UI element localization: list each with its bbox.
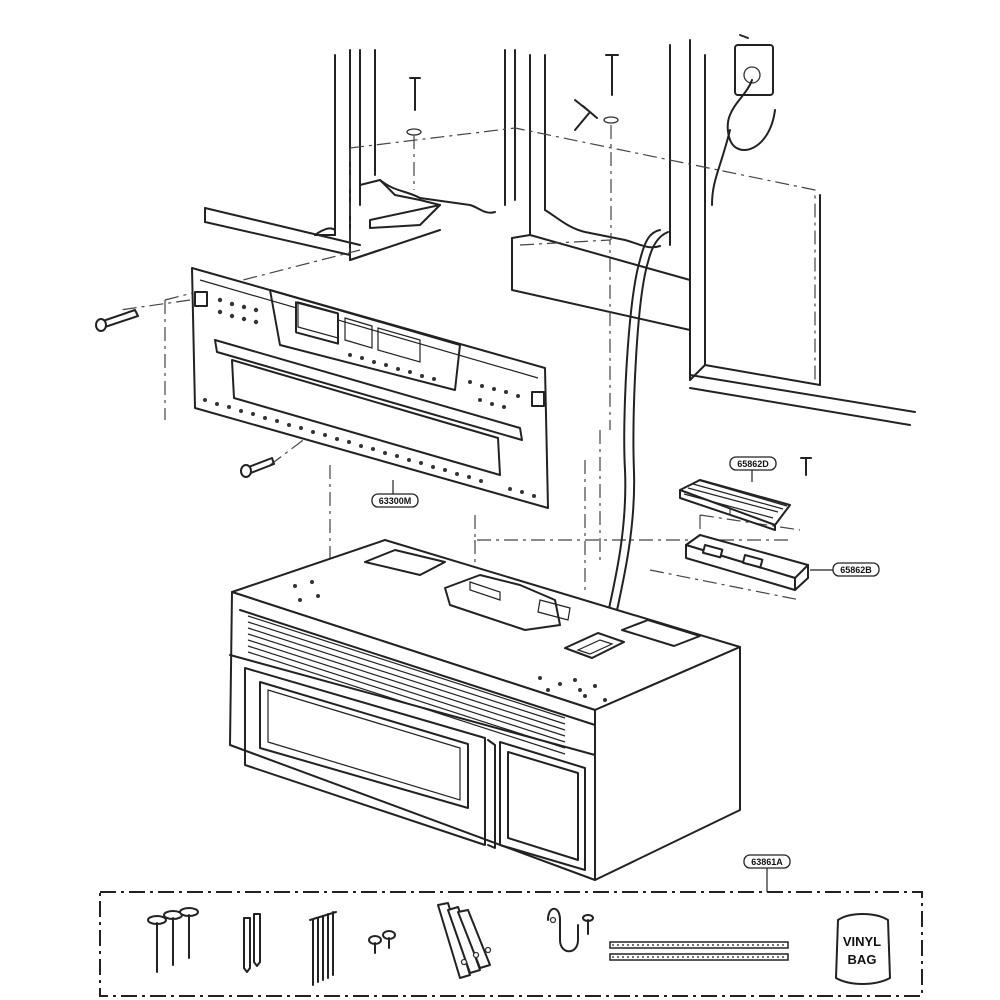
top-cabinet-plate xyxy=(679,457,812,531)
callout-mounting-plate: 63300M xyxy=(371,480,419,508)
wall-anchors xyxy=(243,913,261,973)
lag-screws xyxy=(147,907,199,973)
toggle-wings xyxy=(437,902,492,979)
callout-top-cabinet-plate-label: 65862D xyxy=(737,459,769,469)
callout-top-cabinet-plate: 65862D xyxy=(729,456,777,482)
plate-screw-bottom xyxy=(240,457,275,478)
mounting-plate xyxy=(191,267,549,509)
small-screws xyxy=(368,930,396,954)
vinyl-bag: VINYL BAG xyxy=(835,913,891,985)
callout-mounting-plate-label: 63300M xyxy=(379,496,412,506)
tape-strips xyxy=(609,941,789,961)
damper-bracket xyxy=(685,534,809,591)
upper-cabinets xyxy=(204,34,916,426)
vinyl-bag-label-line2: BAG xyxy=(848,952,877,967)
callout-damper-bracket: 65862B xyxy=(810,562,880,577)
plate-screw-left xyxy=(95,309,139,332)
hardware-kit-box xyxy=(99,891,923,997)
callout-hardware-kit: 63861A xyxy=(743,854,791,892)
toggle-bolts xyxy=(309,911,337,986)
cord-clamp xyxy=(547,907,594,953)
callout-damper-bracket-label: 65862B xyxy=(840,565,872,575)
power-cord xyxy=(599,229,661,651)
microwave-oven xyxy=(229,539,741,881)
callout-hardware-kit-label: 63861A xyxy=(751,857,783,867)
vinyl-bag-label-line1: VINYL xyxy=(843,934,881,949)
